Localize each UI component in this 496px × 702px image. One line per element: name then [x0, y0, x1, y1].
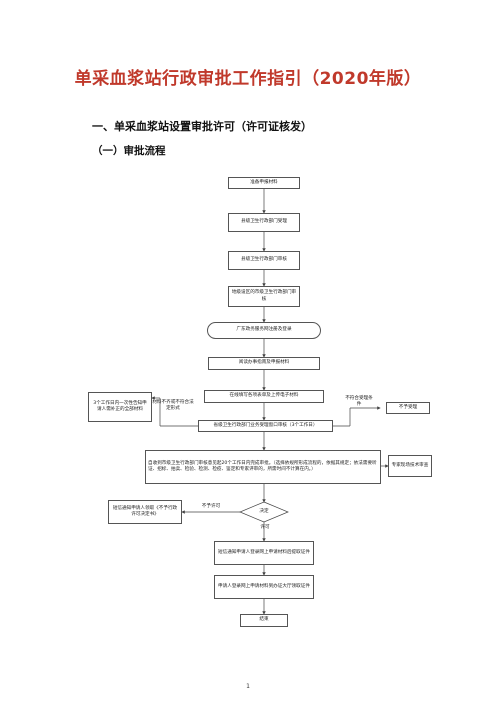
flow-step-notify-submit: 短信通知申请人登录网上申请材料后提取证件 — [214, 541, 314, 565]
flow-step-county-accept: 县级卫生行政部门受理 — [228, 213, 300, 232]
subsection-heading: （一）审批流程 — [92, 145, 166, 157]
not-permit-label: 不予许可 — [201, 504, 221, 509]
refusal-notice-box: 短信通知申请人领取《不予行政许可决定书》 — [108, 500, 182, 524]
decision-label: 决定 — [259, 509, 269, 514]
flow-step-prepare: 准备申报材料 — [228, 177, 300, 189]
flow-step-collect-license: 申请人登录网上申请材料到办证大厅领取证件 — [214, 575, 314, 599]
flow-step-register: 广东政务服务网注册及登录 — [207, 322, 321, 339]
page-number: 1 — [246, 683, 250, 690]
expert-review-box: 专家现场技术审查 — [388, 455, 432, 477]
supplement-notice-box: 3个工作日内一次性告知申请人需补正的全部材料 — [88, 392, 152, 422]
flow-step-province-review: 省级卫生行政部门业务受理窗口审核（3个工作日） — [198, 420, 333, 432]
section-heading: 一、单采血浆站设置审批许可（许可证核发） — [92, 120, 312, 133]
incomplete-materials-label: 材料不齐或不符合法定形式 — [152, 400, 194, 412]
reject-box: 不予受理 — [386, 402, 430, 414]
flow-step-county-review: 县级卫生行政部门审核 — [228, 251, 300, 270]
page-title: 单采血浆站行政审批工作指引（2020年版） — [74, 69, 422, 89]
flow-step-approval-deadline: 自收到市级卫生行政部门审核意见起20个工作日内完成审批。（选择依规所形成流程的，… — [145, 450, 381, 484]
permit-label: 许可 — [260, 525, 270, 530]
decision-diamond — [239, 501, 289, 523]
not-eligible-label: 不符合受理条件 — [345, 396, 373, 408]
flow-step-fill-forms: 在线填写各项表单及上传电子材料 — [204, 390, 324, 403]
flow-step-read-guide: 阅读办事指南及申报材料 — [208, 357, 320, 370]
flow-step-end: 结束 — [240, 614, 288, 627]
flow-step-city-review: 地级设区的市级卫生行政部门审核 — [228, 286, 300, 307]
